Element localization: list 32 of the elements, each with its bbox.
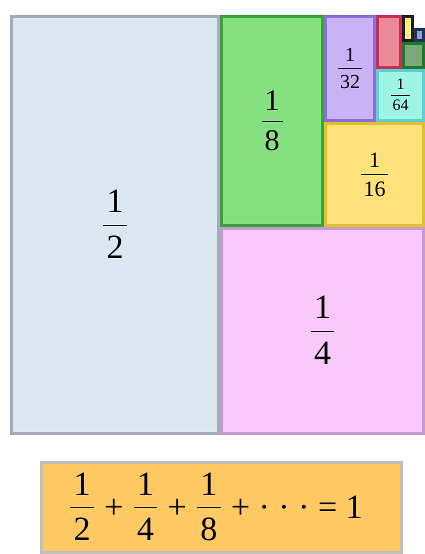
sixteenth-rectangle	[324, 122, 425, 227]
quarter-rectangle	[220, 227, 425, 435]
numerator: 1	[199, 468, 218, 502]
denominator: 2	[106, 230, 124, 265]
denominator: 16	[362, 178, 386, 200]
numerator: 1	[106, 185, 124, 220]
thirty-second-rectangle	[324, 15, 376, 122]
denominator: 32	[339, 72, 361, 92]
numerator: 1	[344, 45, 356, 65]
numerator: 1	[136, 468, 155, 502]
denominator: 8	[199, 513, 218, 548]
denominator: 64	[392, 98, 410, 114]
denominator: 2	[72, 513, 92, 548]
eighth-rectangle	[220, 15, 324, 227]
operator: + · · · = 1	[230, 488, 363, 528]
numerator: 1	[264, 86, 280, 116]
denominator: 4	[136, 513, 155, 548]
operator: +	[104, 488, 124, 528]
series-equation-box	[40, 461, 403, 554]
tiny-rectangle	[376, 15, 402, 69]
half-rectangle	[10, 15, 220, 435]
numerator: 1	[313, 291, 332, 326]
numerator: 1	[396, 76, 406, 93]
operator: +	[167, 488, 187, 528]
numerator: 1	[368, 148, 381, 171]
tiny-rectangle	[402, 42, 425, 69]
tiny-rectangle	[402, 15, 414, 42]
denominator: 4	[313, 336, 332, 371]
numerator: 1	[72, 468, 92, 502]
sixty-fourth-rectangle	[376, 69, 425, 122]
denominator: 8	[264, 126, 280, 156]
tiny-rectangle	[414, 28, 425, 42]
